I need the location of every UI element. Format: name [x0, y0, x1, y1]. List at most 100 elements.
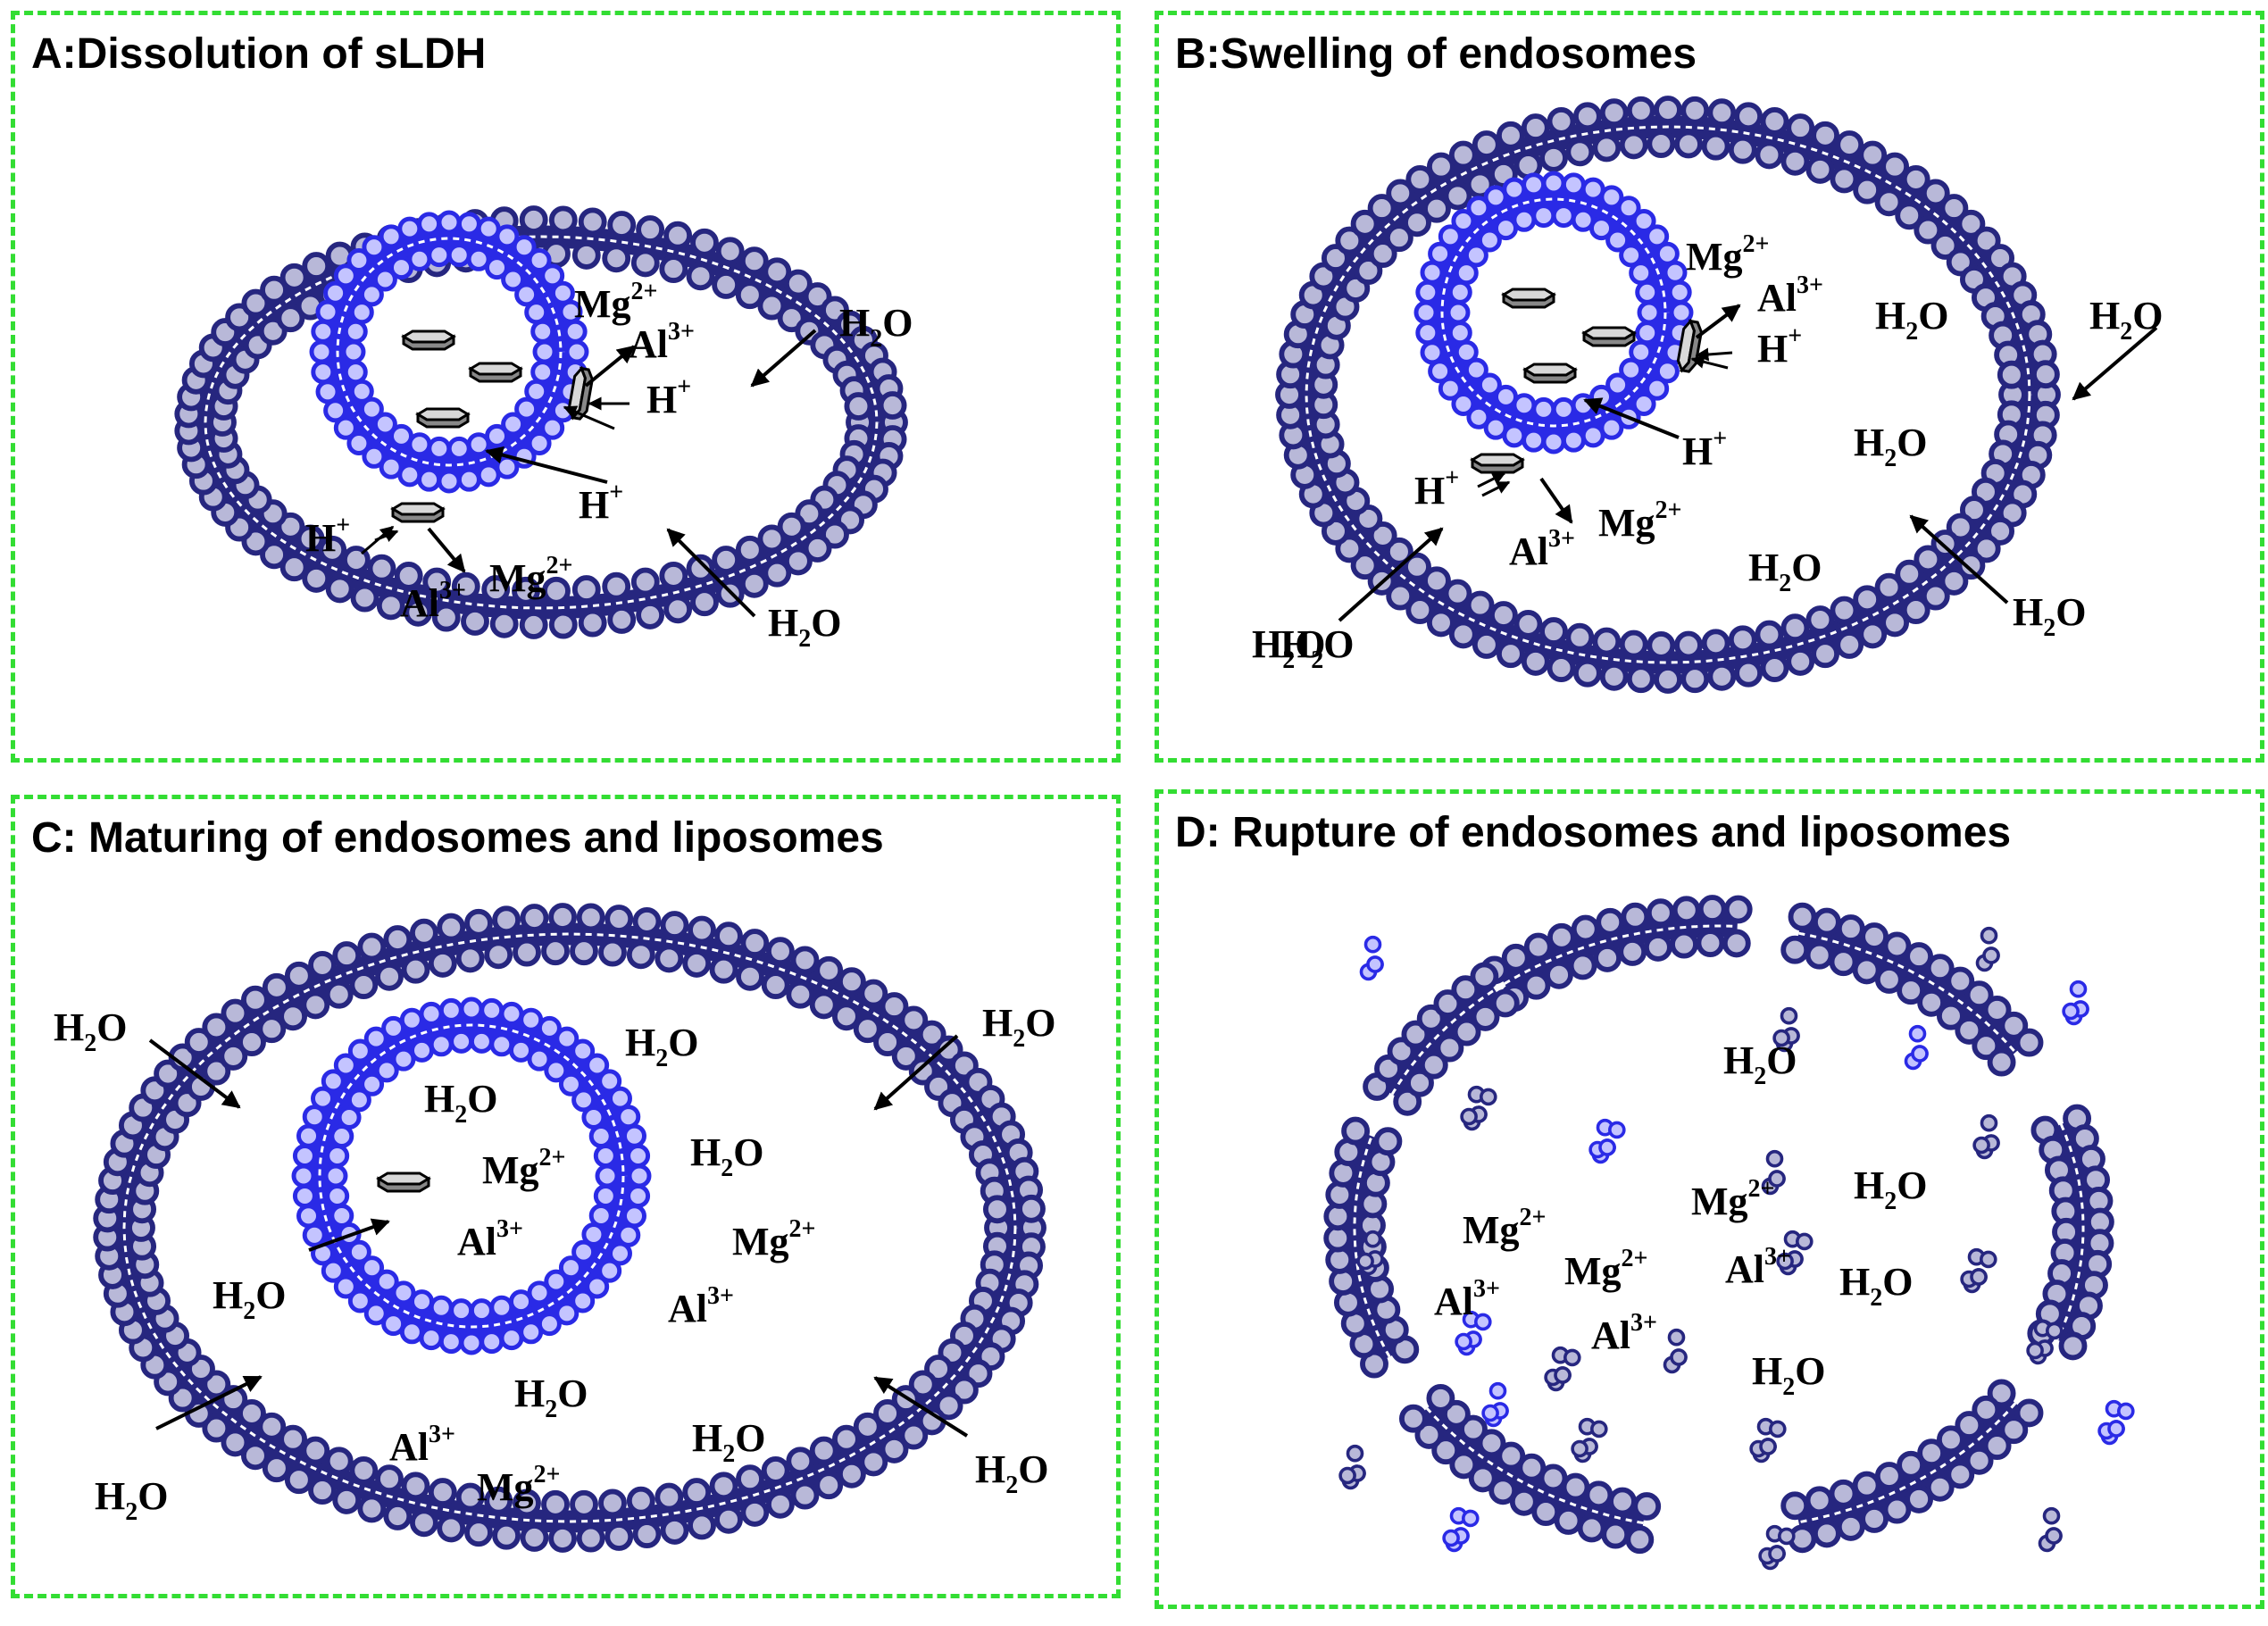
lipid-head [917, 1020, 946, 1049]
lipid-head [527, 248, 552, 272]
lipid-head [346, 1239, 371, 1264]
water-label: H2O [1252, 622, 1325, 674]
ldh-particle [1501, 288, 1556, 309]
lipid-head [831, 1002, 861, 1031]
lipid-head [391, 1046, 416, 1071]
lipid-head [853, 1412, 882, 1441]
lipid-head [1592, 133, 1622, 163]
lipid-head [1852, 1471, 1881, 1500]
lipid-head [1496, 121, 1525, 150]
lipid-head [466, 432, 491, 457]
lipid-head [659, 254, 688, 284]
lipid-cluster [1588, 1118, 1626, 1164]
lipid-head [321, 1069, 346, 1094]
lipid-head [1551, 396, 1576, 421]
lipid-head [1829, 947, 1858, 977]
lipid-head [1835, 630, 1864, 659]
lipid-head [763, 558, 792, 588]
panel-a-endosome-membrane [174, 205, 908, 639]
water-label: H2O [1854, 1163, 1927, 1215]
lipid-head [765, 1489, 795, 1519]
lipid-head [1956, 209, 1986, 238]
panel-d-membrane-fragment [1780, 902, 2044, 1077]
lipid-head [548, 903, 578, 931]
panel-b-endosome-membrane [1275, 96, 2061, 694]
lipid-head [1914, 545, 1943, 574]
lipid-head [1438, 224, 1463, 249]
lipid-head [1936, 1001, 1965, 1030]
flow-arrow [155, 1375, 263, 1430]
lipid-head [1405, 164, 1435, 194]
lipid-head [401, 955, 430, 984]
lipid-head [880, 1434, 909, 1463]
lipid-head [1447, 279, 1472, 304]
mg-ion-label: Mg2+ [1463, 1204, 1547, 1252]
lipid-head [501, 267, 526, 292]
lipid-head [484, 940, 513, 970]
lipid-head [495, 224, 520, 249]
lipid-head [686, 262, 715, 291]
flow-arrow [485, 446, 608, 484]
lipid-head [1901, 596, 1930, 625]
lipid-head [221, 998, 250, 1028]
lipid-head [712, 546, 741, 574]
lipid-head [1426, 608, 1455, 638]
lipid-head [429, 1032, 454, 1057]
al-ion-label: Al3+ [1725, 1243, 1791, 1291]
lipid-head [588, 1124, 613, 1148]
lipid-head [598, 1488, 627, 1518]
lipid-head [238, 1028, 266, 1057]
lipid-head [372, 267, 397, 292]
flow-arrow [1539, 477, 1573, 524]
lipid-head [309, 339, 334, 364]
lipid-head [315, 379, 340, 404]
lipid-head [1522, 971, 1551, 1000]
lipid-cluster [1960, 1247, 1997, 1294]
lipid-head [1584, 1480, 1613, 1510]
lipid-head [1398, 1404, 1428, 1433]
lipid-head [323, 280, 348, 305]
lipid-head [632, 906, 662, 936]
mg-ion-label: Mg2+ [732, 1215, 816, 1263]
lipid-head [1805, 154, 1835, 184]
lipid-head [291, 1163, 316, 1188]
flow-arrow [427, 527, 466, 573]
lipid-head [554, 1301, 580, 1326]
lipid-head [1829, 1479, 1858, 1508]
lipid-head [1373, 1127, 1403, 1156]
lipid-head [1647, 630, 1676, 660]
lipid-head [1635, 279, 1660, 304]
al-ion-label: Al3+ [1591, 1309, 1657, 1357]
lipid-head [1755, 140, 1784, 170]
lipid-head [578, 207, 607, 237]
lipid-head [632, 1520, 662, 1549]
lipid-head [1697, 895, 1727, 924]
water-label: H2O [2013, 590, 2086, 642]
lipid-head [636, 600, 665, 630]
lipid-head [1431, 1436, 1461, 1465]
lipid-head [626, 1486, 655, 1515]
lipid-head [383, 1502, 413, 1530]
lipid-head [814, 1471, 844, 1500]
flow-arrow [750, 329, 817, 388]
lipid-head [301, 990, 330, 1020]
lipid-head [859, 979, 888, 1008]
lipid-head [1643, 932, 1672, 962]
lipid-head [1350, 209, 1380, 238]
lipid-head [1939, 566, 1969, 596]
water-label: H2O [1854, 421, 1927, 472]
lipid-head [1629, 261, 1654, 286]
lipid-head [323, 1163, 348, 1188]
lipid-head [1680, 664, 1710, 694]
panel-d-title: D: Rupture of endosomes and liposomes [1175, 809, 2012, 856]
lipid-head [1496, 639, 1525, 669]
lipid-head [501, 412, 526, 437]
mg-ion-label: Mg2+ [489, 552, 573, 600]
lipid-head [279, 1424, 308, 1454]
lipid-head [383, 925, 413, 954]
lipid-head [1619, 243, 1644, 268]
lipid-head [1463, 357, 1488, 382]
lipid-head [757, 524, 787, 554]
ldh-particle [415, 407, 471, 429]
lipid-head [202, 1056, 231, 1086]
